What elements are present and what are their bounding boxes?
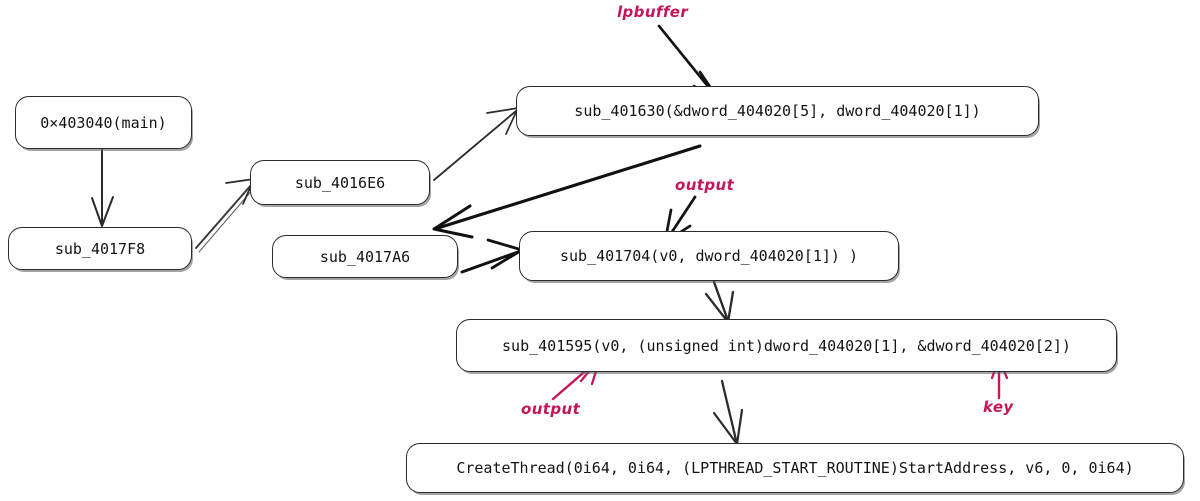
node-sub-4017f8[interactable]: sub_4017F8 xyxy=(8,227,192,270)
annotation-lpbuffer-label: lpbuffer xyxy=(617,3,689,21)
node-main-label: 0×403040(main) xyxy=(40,113,167,132)
node-sub-401630[interactable]: sub_401630(&dword_404020[5], dword_40402… xyxy=(516,86,1039,136)
annotation-key-label: key xyxy=(983,398,1014,416)
node-sub-4016e6-label: sub_4016E6 xyxy=(294,173,386,192)
node-sub-401595[interactable]: sub_401595(v0, (unsigned int)dword_40402… xyxy=(456,319,1117,372)
edge-sub401630-to-sub4017A6 xyxy=(432,144,702,239)
node-main[interactable]: 0×403040(main) xyxy=(15,96,192,149)
node-sub-4017f8-label: sub_4017F8 xyxy=(54,239,146,258)
node-sub-401595-label: sub_401595(v0, (unsigned int)dword_40402… xyxy=(502,336,1071,355)
edge-sub401704-to-sub401595 xyxy=(704,280,735,324)
node-sub-401704[interactable]: sub_401704(v0, dword_404020[1]) ) xyxy=(519,231,899,281)
annotation-output-bottom: output xyxy=(521,400,580,418)
node-sub-4017a6[interactable]: sub_4017A6 xyxy=(272,235,458,278)
edge-main-to-sub4017F8 xyxy=(91,149,114,227)
node-sub-4016e6[interactable]: sub_4016E6 xyxy=(250,160,430,205)
node-sub-401704-label: sub_401704(v0, dword_404020[1]) ) xyxy=(559,247,858,265)
annotation-lpbuffer: lpbuffer xyxy=(617,3,688,21)
edge-sub4017A6-to-sub401704 xyxy=(460,238,524,274)
node-sub-401630-label: sub_401630(&dword_404020[5], dword_40402… xyxy=(574,102,981,120)
node-createthread-label: CreateThread(0i64, 0i64, (LPTHREAD_START… xyxy=(456,459,1134,477)
edge-sub4016E6-to-sub401630 xyxy=(433,107,519,181)
node-sub-4017a6-label: sub_4017A6 xyxy=(319,247,411,266)
annotation-key: key xyxy=(983,398,1014,416)
node-createthread[interactable]: CreateThread(0i64, 0i64, (LPTHREAD_START… xyxy=(406,443,1184,493)
edge-sub401595-to-createthread xyxy=(712,379,744,446)
edge-sub4017F8-to-sub4016E6 xyxy=(195,178,255,253)
annotation-output-top: output xyxy=(675,176,734,194)
annotation-output-bottom-label: output xyxy=(521,400,581,418)
annotation-output-top-label: output xyxy=(675,176,735,194)
